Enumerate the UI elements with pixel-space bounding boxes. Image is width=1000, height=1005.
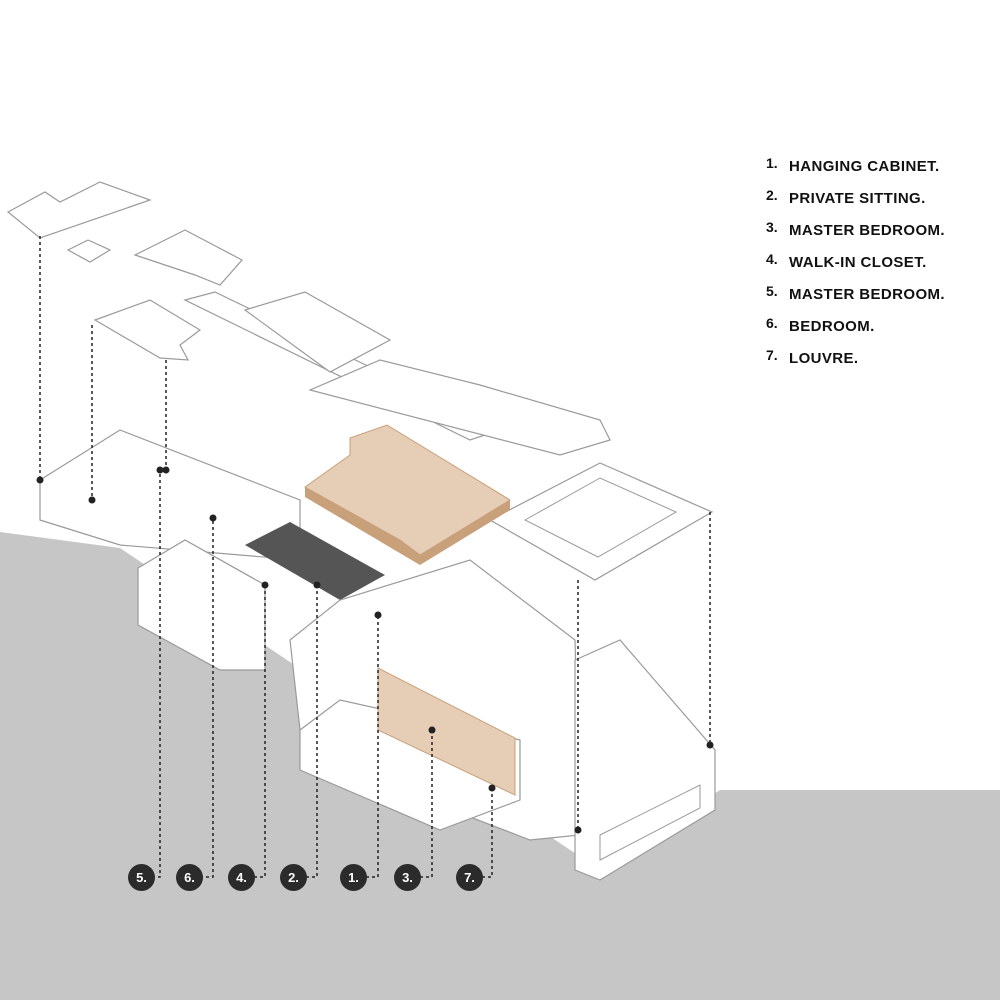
marker-1: 1.	[340, 864, 367, 891]
right-block	[574, 639, 716, 881]
legend-item: 6. BEDROOM.	[766, 315, 945, 347]
leader-6-dot	[209, 514, 217, 522]
marker-3: 3.	[394, 864, 421, 891]
legend: 1. HANGING CABINET. 2. PRIVATE SITTING. 3.…	[766, 155, 945, 379]
ceiling-slab-frame	[488, 462, 714, 581]
leader-1-dot	[374, 611, 382, 619]
ceiling-slab-top	[243, 291, 392, 373]
lower-level	[39, 429, 716, 881]
legend-label: PRIVATE SITTING.	[789, 190, 926, 207]
leader-7-dot	[488, 784, 496, 792]
marker-4: 4.	[228, 864, 255, 891]
marker-5: 5.	[128, 864, 155, 891]
ceiling-slabs	[6, 181, 714, 581]
legend-label: WALK-IN CLOSET.	[789, 254, 927, 271]
walk-in-closet-floor	[245, 522, 385, 600]
legend-label: BEDROOM.	[789, 318, 875, 335]
legend-number: 3.	[766, 219, 778, 235]
ceiling-slab-small	[133, 229, 243, 286]
legend-label: HANGING CABINET.	[789, 158, 940, 175]
legend-label: MASTER BEDROOM.	[789, 222, 945, 239]
legend-number: 6.	[766, 315, 778, 331]
legend-item: 3. MASTER BEDROOM.	[766, 219, 945, 251]
leader-4	[254, 585, 266, 878]
legend-label: MASTER BEDROOM.	[789, 286, 945, 303]
ceiling-slab-mid	[93, 299, 202, 361]
marker-7: 7.	[456, 864, 483, 891]
ceiling-slab-frame-inner	[523, 477, 678, 558]
ceiling-slab-right	[308, 359, 611, 456]
legend-item: 7. LOUVRE.	[766, 347, 945, 379]
leader-right-1-dot	[574, 826, 582, 834]
leader-top-left-dot	[36, 476, 44, 484]
legend-number: 4.	[766, 251, 778, 267]
legend-item: 4. WALK-IN CLOSET.	[766, 251, 945, 283]
leader-mid-dot	[162, 466, 170, 474]
legend-label: LOUVRE.	[789, 350, 859, 367]
leader-2-dot	[313, 581, 321, 589]
leader-5-dot	[156, 466, 164, 474]
leader-2	[306, 585, 318, 878]
right-block-inner	[599, 784, 701, 861]
leader-3-dot	[428, 726, 436, 734]
legend-number: 1.	[766, 155, 778, 171]
leader-4-dot	[261, 581, 269, 589]
ceiling-slab-left-box	[66, 239, 112, 263]
legend-item: 2. PRIVATE SITTING.	[766, 187, 945, 219]
leader-right-2-dot	[706, 741, 714, 749]
marker-2: 2.	[280, 864, 307, 891]
legend-number: 5.	[766, 283, 778, 299]
ceiling-slab-left	[6, 181, 152, 239]
legend-item: 1. HANGING CABINET.	[766, 155, 945, 187]
leader-1	[366, 615, 379, 878]
legend-number: 2.	[766, 187, 778, 203]
legend-item: 5. MASTER BEDROOM.	[766, 283, 945, 315]
legend-number: 7.	[766, 347, 778, 363]
leader-6	[200, 518, 214, 878]
marker-6: 6.	[176, 864, 203, 891]
leader-3	[420, 730, 433, 878]
leader-mid-left-dot	[88, 496, 96, 504]
wood-floor-slab	[304, 424, 511, 556]
wood-wall-panel	[377, 667, 516, 796]
wood-floor-slab-edge	[305, 487, 510, 565]
